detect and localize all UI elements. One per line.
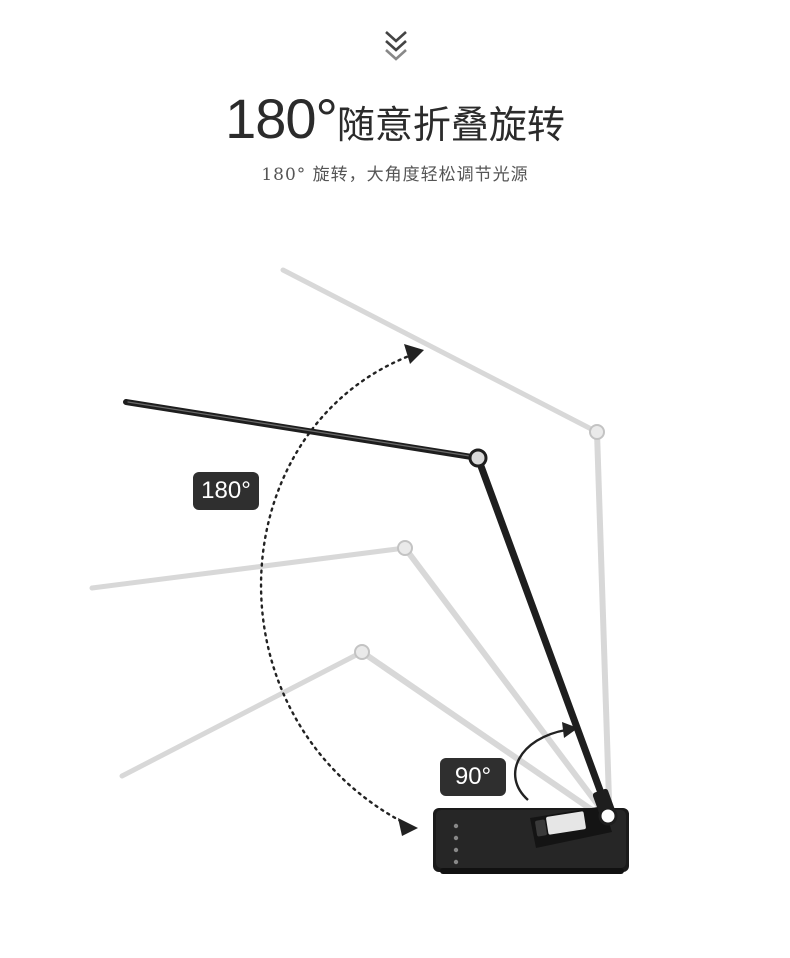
page-title: 180°随意折叠旋转	[0, 86, 790, 151]
title-text: 随意折叠旋转	[336, 103, 565, 147]
rotation-arc-90	[513, 728, 567, 801]
arm-position-horizontal	[89, 540, 601, 808]
title-number: 180°	[225, 87, 338, 150]
arc-arrowhead-bottom	[398, 818, 418, 836]
arm-position-current	[123, 399, 618, 826]
double-chevron-down-icon	[385, 31, 407, 61]
elbow-joint	[468, 448, 488, 468]
rotation-badge-90: 90°	[440, 758, 506, 796]
rotation-badge-180: 180°	[193, 472, 259, 510]
arc-arrowhead-top	[404, 344, 424, 364]
rotation-arc-180	[260, 350, 422, 828]
lamp-base	[433, 806, 629, 874]
base-joint	[598, 806, 618, 826]
subtitle: 180° 旋转，大角度轻松调节光源	[261, 165, 529, 185]
arm-position-lowered	[119, 644, 595, 813]
arm-position-raised	[280, 267, 612, 803]
